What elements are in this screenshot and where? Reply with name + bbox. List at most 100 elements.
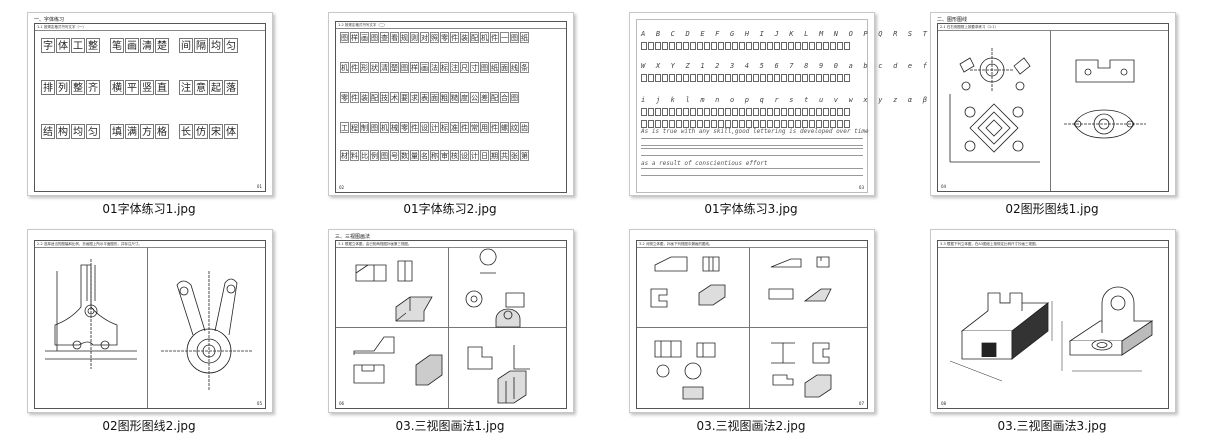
- character-box: 注: [450, 62, 459, 73]
- file-name[interactable]: 01字体练习3.jpg: [704, 202, 798, 216]
- character-box: 要: [400, 92, 409, 103]
- character-box: 配: [470, 32, 479, 43]
- letter-box: [683, 74, 689, 82]
- letter-box: [781, 108, 787, 116]
- thumbnail-image[interactable]: 2-2 选择适当的图幅和比例，抄画图上所示平面图形，并标注尺寸。: [27, 229, 273, 413]
- character-box: 称: [430, 150, 439, 161]
- character-box: 件: [490, 32, 499, 43]
- character-box: 标: [440, 62, 449, 73]
- letter-box: [718, 42, 724, 50]
- thumbnail-tile[interactable]: 一、字体练习 1-1 按规定格式书写文字（一） 字体工整笔画清楚间隔均匀 排列整…: [27, 12, 273, 216]
- thumbnail-tile[interactable]: A B C D E F G H I J K L M N O P Q R S T …: [629, 12, 986, 216]
- character-box: 结: [41, 124, 55, 139]
- letter-box: [844, 120, 850, 128]
- character-box: 粗: [440, 92, 449, 103]
- thumbnail-tile[interactable]: 3-2 对照立体图，补画下列视图中漏画的图线。: [629, 229, 875, 433]
- file-name[interactable]: 03.三视图画法3.jpg: [997, 419, 1107, 433]
- letter-box: [704, 42, 710, 50]
- character-box: 纹: [510, 122, 519, 133]
- character-box: 体: [56, 38, 70, 53]
- character-box: 满: [125, 124, 139, 139]
- letter-box: [739, 74, 745, 82]
- character-box: 构: [56, 124, 70, 139]
- letter-box: [662, 120, 668, 128]
- thumbnail-image[interactable]: 1-2 按规定格式书写文字（二） 图样画图查看规则对照零件装配机件一图纸机件形状…: [328, 12, 574, 196]
- character-box: 零: [400, 122, 409, 133]
- letter-box: [718, 120, 724, 128]
- sentence-line: As is true with any skill,good lettering…: [641, 128, 869, 135]
- letter-box: [802, 74, 808, 82]
- letter-box: [669, 42, 675, 50]
- thumbnail-image[interactable]: 3-3 根据下列立体图，在A3图纸上按规定比例尺寸抄画三视图。: [930, 229, 1176, 413]
- character-box: 配: [490, 92, 499, 103]
- character-box: 工: [71, 38, 85, 53]
- three-view-drawing: [650, 256, 832, 400]
- divider: [637, 327, 867, 328]
- letter-box: [725, 74, 731, 82]
- letter-box: [774, 42, 780, 50]
- file-name[interactable]: 01字体练习1.jpg: [102, 202, 196, 216]
- file-name[interactable]: 02图形图线2.jpg: [102, 419, 196, 433]
- character-box: 则: [410, 32, 419, 43]
- character-box: 件: [350, 62, 359, 73]
- letter-box: [690, 108, 696, 116]
- letter-box: [739, 42, 745, 50]
- character-box: 间: [179, 38, 193, 53]
- letter-box: [718, 74, 724, 82]
- file-name[interactable]: 03.三视图画法2.jpg: [696, 419, 806, 433]
- character-box: 条: [520, 62, 529, 73]
- character-box: 机: [380, 122, 389, 133]
- character-box: 宋: [209, 124, 223, 139]
- character-box: 意: [194, 80, 208, 95]
- character-box: 量: [410, 150, 419, 161]
- character-box: 齿: [520, 122, 529, 133]
- character-box: 图: [480, 62, 489, 73]
- letter-box: [767, 120, 773, 128]
- thumbnail-image[interactable]: 一、字体练习 1-1 按规定格式书写文字（一） 字体工整笔画清楚间隔均匀 排列整…: [27, 12, 273, 196]
- character-box: 糙: [450, 92, 459, 103]
- character-box: 平: [125, 80, 139, 95]
- thumbnail-tile[interactable]: 二、图形图线 2-1 在右侧图框上按要求练习（1:1）: [930, 12, 1176, 216]
- letter-box: [690, 120, 696, 128]
- letter-box: [655, 120, 661, 128]
- thumbnail-tile[interactable]: 2-2 选择适当的图幅和比例，抄画图上所示平面图形，并标注尺寸。: [27, 229, 273, 433]
- letter-box: [788, 74, 794, 82]
- character-box: 设: [420, 122, 429, 133]
- letter-box: [809, 74, 815, 82]
- letter-box: [760, 108, 766, 116]
- file-name[interactable]: 03.三视图画法1.jpg: [395, 419, 505, 433]
- letter-box: [844, 108, 850, 116]
- character-box: 第: [520, 150, 529, 161]
- letter-box: [648, 74, 654, 82]
- thumbnail-image[interactable]: 三、三视图画法 3-1 根据立体图，由已知两视图补画第三视图。: [328, 229, 574, 413]
- thumbnail-tile[interactable]: 三、三视图画法 3-1 根据立体图，由已知两视图补画第三视图。: [328, 229, 574, 433]
- character-box: 审: [440, 150, 449, 161]
- drawing-frame: 1-1 按规定格式书写文字（一） 字体工整笔画清楚间隔均匀 排列整齐横平竖直注意…: [34, 23, 266, 192]
- character-box: 均: [209, 38, 223, 53]
- character-box: 标: [440, 122, 449, 133]
- file-name[interactable]: 01字体练习2.jpg: [403, 202, 497, 216]
- thumbnail-image[interactable]: 3-2 对照立体图，补画下列视图中漏画的图线。: [629, 229, 875, 413]
- file-name[interactable]: 02图形图线1.jpg: [1005, 202, 1099, 216]
- letter-box: [830, 120, 836, 128]
- letter-box: [837, 120, 843, 128]
- letter-box: [725, 120, 731, 128]
- letter-box: [774, 74, 780, 82]
- letter-box: [746, 42, 752, 50]
- letter-box: [781, 74, 787, 82]
- exercise-caption: 3-3 根据下列立体图，在A3图纸上按规定比例尺寸抄画三视图。: [938, 241, 1168, 248]
- character-box: 名: [420, 150, 429, 161]
- letter-box: [669, 120, 675, 128]
- exercise-caption: 1-1 按规定格式书写文字（一）: [35, 24, 265, 31]
- thumbnail-image[interactable]: A B C D E F G H I J K L M N O P Q R S T …: [629, 12, 986, 196]
- letter-box: [837, 42, 843, 50]
- box-gap: [101, 38, 109, 53]
- letter-box: [746, 74, 752, 82]
- letter-box: [788, 108, 794, 116]
- character-box: 件: [490, 122, 499, 133]
- character-box: 数: [400, 150, 409, 161]
- letter-box: [767, 108, 773, 116]
- thumbnail-image[interactable]: 二、图形图线 2-1 在右侧图框上按要求练习（1:1）: [930, 12, 1176, 196]
- thumbnail-tile[interactable]: 1-2 按规定格式书写文字（二） 图样画图查看规则对照零件装配机件一图纸机件形状…: [328, 12, 574, 216]
- thumbnail-tile[interactable]: 3-3 根据下列立体图，在A3图纸上按规定比例尺寸抄画三视图。: [930, 229, 1176, 433]
